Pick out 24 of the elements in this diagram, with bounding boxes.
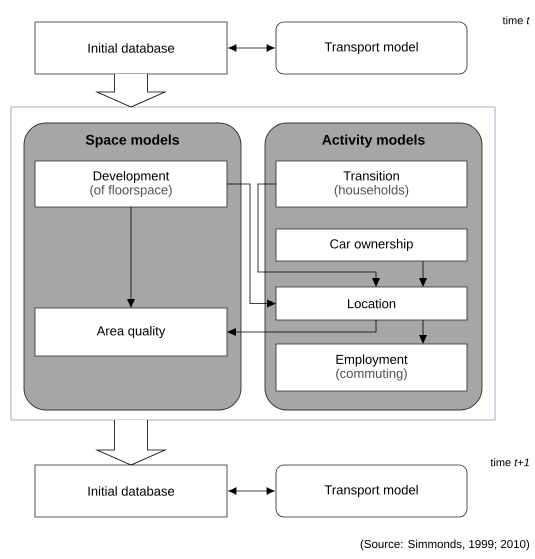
process-box: Area quality [34,308,228,356]
arrow [419,260,427,287]
process-box: Employment (commuting) [276,344,468,392]
process-box: Initial database [34,22,228,74]
frame-box [10,106,496,420]
time-label: time t+1 [490,458,529,466]
process-box: Initial database [34,464,228,518]
model-box: Transport model [276,464,468,518]
block-arrow [95,74,167,108]
process-box: Transition (households) [276,160,468,208]
arrow [228,44,275,52]
block-arrow [95,420,167,466]
process-box: Car ownership [276,228,468,262]
arrow [226,184,276,308]
time-label: time t [502,16,530,24]
arrow [258,184,380,287]
arrow [228,487,275,495]
source-note: (Source: Simmonds, 1999; 2010) [360,540,530,550]
process-box: Location [276,286,468,320]
model-box: Transport model [276,22,468,74]
process-box: Development (of floorspace) [34,160,228,208]
arrow [227,320,376,336]
arrow [127,206,135,308]
arrow [419,320,427,344]
